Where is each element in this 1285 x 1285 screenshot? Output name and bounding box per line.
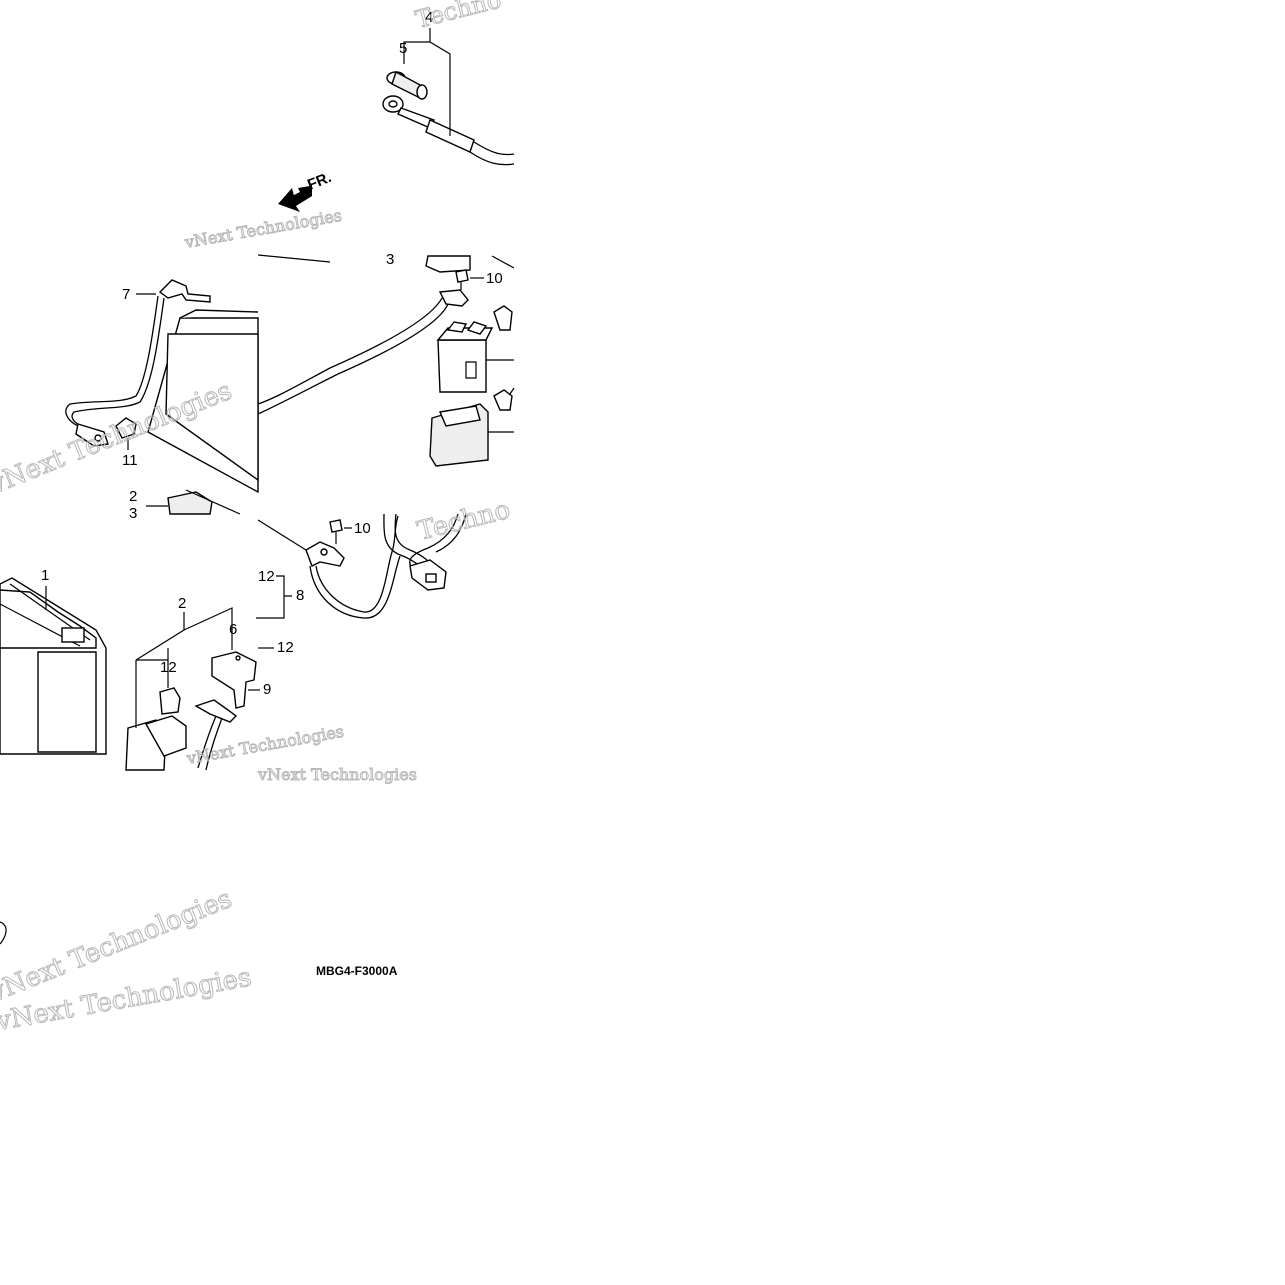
watermark: Techno [414, 495, 513, 547]
terminal-cover-6 [211, 651, 257, 709]
bolt-10-relay [455, 269, 484, 290]
panel-battery-cable: vNext Technologies 7 11 2 3 vNext Techno… [0, 205, 344, 522]
hand-symbol-fragment [0, 921, 7, 945]
callout-3: 3 [129, 505, 137, 522]
panel-starter-relay: 3 10 [257, 251, 515, 467]
battery-1 [0, 577, 107, 755]
relay-cover [429, 403, 514, 467]
drawing-code: MBG4-F3000A [316, 964, 398, 978]
watermark: vNext Technologies [257, 765, 417, 784]
fuse-box [125, 687, 187, 771]
callout-7: 7 [122, 286, 130, 303]
positive-cable-7 [65, 279, 211, 447]
callout-12-side: 12 [277, 639, 294, 656]
callout-6: 6 [229, 621, 237, 638]
callout-1: 1 [41, 567, 49, 584]
callout-9: 9 [263, 681, 271, 698]
fuse-cover-2 [167, 491, 213, 515]
negative-cable-4 [382, 95, 515, 166]
direction-label: FR. [305, 169, 334, 194]
callout-12-fuse: 12 [160, 659, 177, 676]
fuse-spare [493, 387, 515, 411]
watermark: vNext Technologies [182, 206, 343, 252]
wire-harness [383, 513, 467, 591]
panel-negative-cable: 4 5 Techno [382, 0, 515, 166]
bolt-10-cable [329, 519, 352, 544]
callout-4: 4 [425, 9, 433, 26]
fuse-main [493, 305, 513, 331]
watermark: vNext Technologies [184, 722, 345, 768]
battery-outline [147, 309, 259, 494]
callout-12-cable: 12 [258, 568, 275, 585]
callout-8: 8 [296, 587, 304, 604]
watermark: Techno [413, 0, 504, 34]
callout-5: 5 [399, 40, 407, 57]
battery-cable-8 [257, 515, 401, 619]
panel-battery-fusebox: 1 2 12 6 9 12 12 8 [0, 494, 514, 785]
callout-2-fusebox: 2 [178, 595, 186, 612]
front-direction-arrow: FR. [278, 169, 334, 212]
leader-4-5 [403, 28, 451, 136]
terminal-bolt-5 [386, 70, 428, 100]
callout-10-relay: 10 [486, 270, 503, 287]
callout-10-cable: 10 [354, 520, 371, 537]
bolt-11 [115, 417, 137, 450]
bracket-terminal [194, 699, 238, 771]
callout-2: 2 [129, 488, 137, 505]
callout-11: 11 [122, 452, 138, 469]
callout-3-relay: 3 [386, 251, 394, 268]
starter-cable [257, 289, 469, 415]
starter-relay [436, 321, 514, 393]
